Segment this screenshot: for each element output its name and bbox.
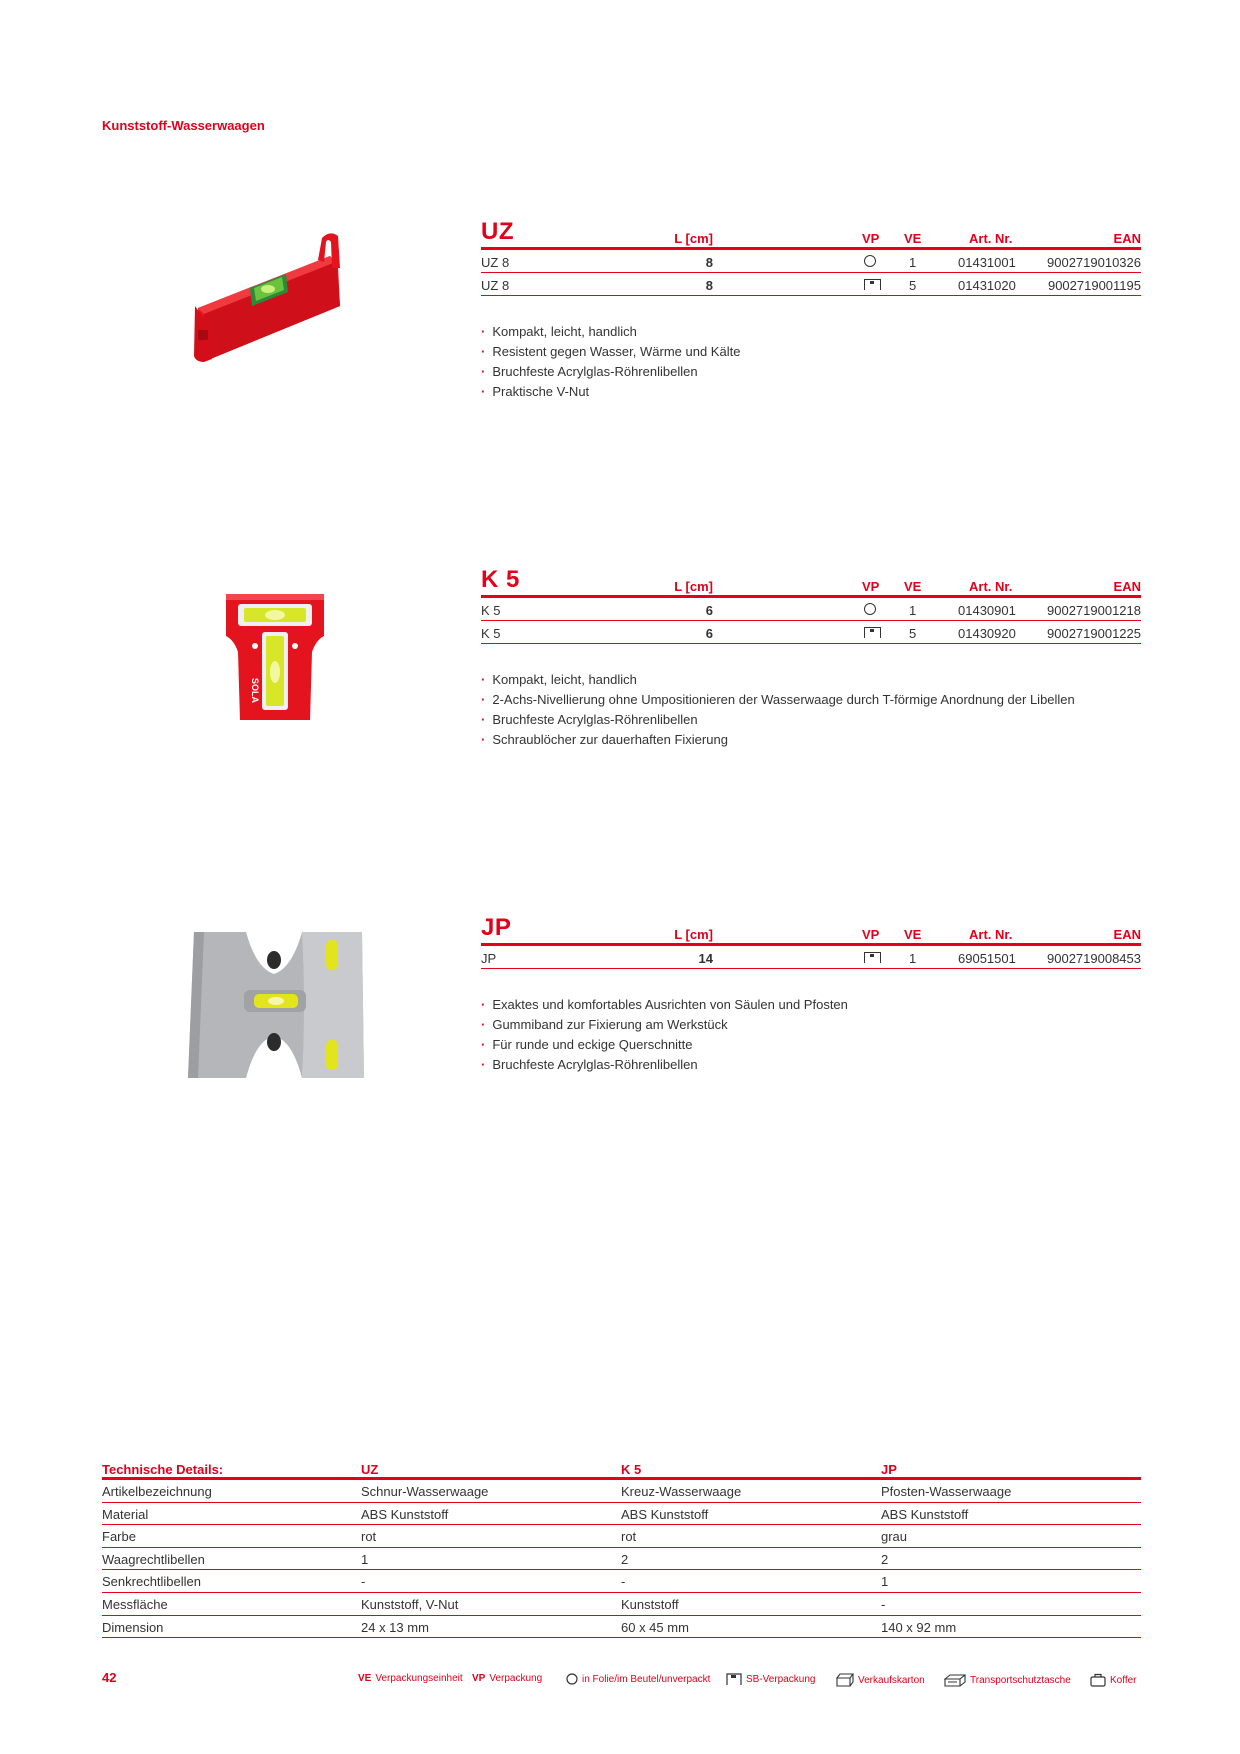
section-title: Kunststoff-Wasserwaagen [102, 118, 265, 133]
table-row: K 5 6 5 01430920 9002719001225 [481, 621, 1141, 644]
jp-product-image [188, 932, 364, 1078]
circle-icon [566, 1673, 578, 1685]
bag-icon [944, 1674, 966, 1687]
uz-table-header: UZ L [cm] VP VE Art. Nr. EAN [481, 218, 1141, 250]
uz-table: UZ L [cm] VP VE Art. Nr. EAN UZ 8 8 1 01… [481, 218, 1141, 296]
tech-header: Technische Details: UZ K 5 JP [102, 1458, 1141, 1480]
jp-table-header: JP L [cm] VP VE Art. Nr. EAN [481, 914, 1141, 946]
col-ean: EAN [1113, 231, 1141, 246]
circle-icon [864, 255, 876, 267]
jp-table: JP L [cm] VP VE Art. Nr. EAN JP 14 1 690… [481, 914, 1141, 969]
sb-package-icon [726, 1673, 742, 1685]
list-item: Kompakt, leicht, handlich [481, 670, 1075, 690]
col-vp: VP [862, 579, 880, 594]
brand-logo: SOLA [250, 678, 260, 704]
uz-product-image [194, 233, 340, 362]
tech-details-table: Technische Details: UZ K 5 JP Artikelbez… [102, 1458, 1141, 1639]
col-ve: VE [904, 579, 922, 594]
table-row: K 5 6 1 01430901 9002719001218 [481, 598, 1141, 621]
k5-table-header: K 5 L [cm] VP VE Art. Nr. EAN [481, 566, 1141, 598]
k5-product-image: SOLA [226, 594, 324, 720]
col-ve: VE [904, 927, 922, 942]
list-item: Bruchfeste Acrylglas-Röhrenlibellen [481, 710, 1075, 730]
list-item: Kompakt, leicht, handlich [481, 322, 740, 342]
legend-karton: Verkaufskarton [836, 1673, 925, 1687]
jp-features: Exaktes und komfortables Ausrichten von … [481, 995, 848, 1075]
list-item: Exaktes und komfortables Ausrichten von … [481, 995, 848, 1015]
col-length: L [cm] [674, 579, 713, 594]
list-item: 2-Achs-Nivellierung ohne Umpositionieren… [481, 690, 1074, 710]
table-row: JP 14 1 69051501 9002719008453 [481, 946, 1141, 969]
table-row: UZ 8 8 5 01431020 9002719001195 [481, 273, 1141, 296]
col-art-nr: Art. Nr. [969, 231, 1013, 246]
product-name: UZ [481, 218, 514, 245]
legend-tasche: Transportschutztasche [944, 1673, 1071, 1687]
sb-package-icon [864, 279, 881, 290]
col-vp: VP [862, 927, 880, 942]
uz-features: Kompakt, leicht, handlich Resistent gege… [481, 322, 740, 402]
list-item: Gummiband zur Fixierung am Werkstück [481, 1015, 848, 1035]
list-item: Praktische V-Nut [481, 382, 740, 402]
col-ve: VE [904, 231, 922, 246]
list-item: Schraublöcher zur dauerhaften Fixierung [481, 730, 1075, 750]
k5-table: K 5 L [cm] VP VE Art. Nr. EAN K 5 6 1 01… [481, 566, 1141, 644]
col-ean: EAN [1113, 927, 1141, 942]
legend-sb: SB-Verpackung [726, 1673, 816, 1685]
col-vp: VP [862, 231, 880, 246]
list-item: Bruchfeste Acrylglas-Röhrenlibellen [481, 1055, 848, 1075]
page-number: 42 [102, 1670, 117, 1685]
product-name: K 5 [481, 566, 520, 593]
list-item: Für runde und eckige Querschnitte [481, 1035, 848, 1055]
list-item: Bruchfeste Acrylglas-Röhrenlibellen [481, 362, 740, 382]
col-art-nr: Art. Nr. [969, 927, 1013, 942]
col-length: L [cm] [674, 231, 713, 246]
col-art-nr: Art. Nr. [969, 579, 1013, 594]
table-row: UZ 8 8 1 01431001 9002719010326 [481, 250, 1141, 273]
col-ean: EAN [1113, 579, 1141, 594]
col-length: L [cm] [674, 927, 713, 942]
table-row: Senkrechtlibellen--1 [102, 1570, 1141, 1593]
sb-package-icon [864, 952, 881, 963]
circle-icon [864, 603, 876, 615]
list-item: Resistent gegen Wasser, Wärme und Kälte [481, 342, 740, 362]
sb-package-icon [864, 627, 881, 638]
legend-folie: in Folie/im Beutel/unverpackt [566, 1673, 710, 1685]
case-icon [1090, 1673, 1106, 1687]
product-name: JP [481, 914, 512, 941]
legend-koffer: Koffer [1090, 1673, 1137, 1687]
k5-features: Kompakt, leicht, handlich 2-Achs-Nivelli… [481, 670, 1075, 750]
box-icon [836, 1673, 854, 1687]
